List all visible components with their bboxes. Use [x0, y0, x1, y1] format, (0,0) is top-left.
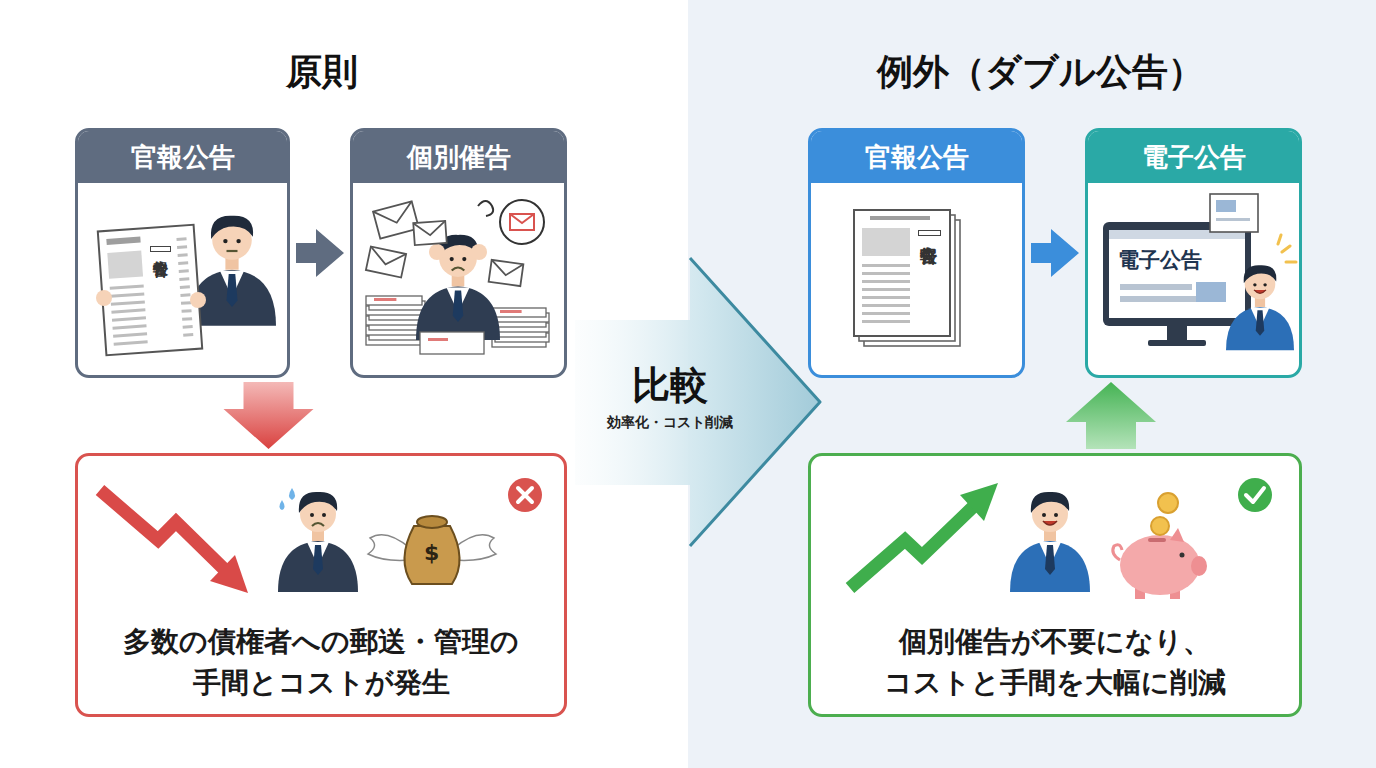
newspaper-title: 官報公告 [150, 246, 171, 252]
illustration-text: $ [424, 541, 439, 565]
arrow-title: 比較 [580, 363, 760, 409]
box-title: 官報公告 [131, 143, 235, 172]
process-box: 官報公告 [75, 128, 290, 378]
process-box: 官報公告 [808, 128, 1025, 378]
box-title: 個別催告 [407, 143, 511, 172]
box-header: 官報公告 [811, 131, 1022, 183]
box-header: 電子公告 [1088, 131, 1299, 183]
section-heading: 例外（ダブル公告） [790, 50, 1290, 93]
newspaper-title: 官報公告 [918, 230, 941, 236]
comparison-arrow: 比較効率化・コスト削減 [575, 255, 825, 550]
outcome-text-wrap: 多数の債権者への郵送・管理の手間とコストが発生 [78, 622, 564, 703]
arrow-outline [690, 258, 820, 546]
box-header: 官報公告 [78, 131, 287, 183]
arrow-body [575, 258, 820, 546]
section-heading: 原則 [72, 50, 572, 93]
box-title: 電子公告 [1142, 143, 1246, 172]
arrow-subtitle: 効率化・コスト削減 [580, 413, 760, 433]
box-header: 個別催告 [353, 131, 564, 183]
outcome-box: 多数の債権者への郵送・管理の手間とコストが発生 [75, 453, 567, 717]
arrow-text-wrap: 比較効率化・コスト削減 [580, 363, 760, 432]
illustration-text: 電子公告 [1118, 249, 1202, 272]
outcome-text-wrap: 個別催告が不要になり、コストと手間を大幅に削減 [811, 622, 1299, 703]
outcome-text: 個別催告が不要になり、コストと手間を大幅に削減 [845, 622, 1265, 703]
outcome-box: 個別催告が不要になり、コストと手間を大幅に削減 [808, 453, 1302, 717]
outcome-text: 多数の債権者への郵送・管理の手間とコストが発生 [121, 622, 521, 703]
box-title: 官報公告 [865, 143, 969, 172]
process-box: 個別催告 [350, 128, 567, 378]
